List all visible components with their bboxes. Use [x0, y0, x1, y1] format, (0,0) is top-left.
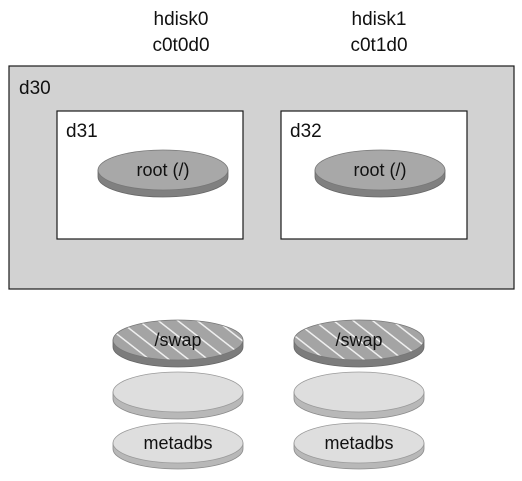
disk-name-label: hdisk0: [154, 9, 209, 30]
metadb-label: metadbs: [143, 433, 212, 453]
submirror-0: d31 root (/): [56, 110, 244, 240]
swap-slice-top: [112, 319, 244, 361]
metadb-label: metadbs: [324, 433, 393, 453]
root-slice: root (/): [97, 149, 229, 198]
disk-device-label: c0t1d0: [350, 35, 407, 56]
root-slice-top: [97, 149, 229, 191]
disk-header-1: hdisk1 c0t1d0: [350, 9, 407, 56]
mirror-label: d30: [19, 78, 51, 99]
metadb-slice-top: [293, 422, 425, 464]
empty-slice-top: [293, 371, 425, 413]
swap-slice-top: [293, 319, 425, 361]
empty-slice: [293, 371, 425, 420]
swap-label: /swap: [154, 330, 201, 350]
submirror-1: d32 root (/): [280, 110, 468, 240]
root-slice-top: [314, 149, 446, 191]
empty-slice: [112, 371, 244, 420]
root-slice-label: root (/): [353, 160, 406, 180]
slice-stack-1: metadbs /swap: [293, 319, 425, 470]
metadb-slice: metadbs: [293, 422, 425, 470]
mirror-volume: d30 d31 root (/) d32 root (/): [8, 65, 515, 290]
metadb-slice-top: [112, 422, 244, 464]
root-slice-label: root (/): [136, 160, 189, 180]
empty-slice-top: [112, 371, 244, 413]
disk-device-label: c0t0d0: [152, 35, 209, 56]
submirror-label: d31: [66, 121, 98, 142]
root-slice: root (/): [314, 149, 446, 198]
disk-header-0: hdisk0 c0t0d0: [152, 9, 209, 56]
swap-slice: /swap: [293, 319, 425, 368]
disk-name-label: hdisk1: [352, 9, 407, 30]
metadb-slice: metadbs: [112, 422, 244, 470]
swap-label: /swap: [335, 330, 382, 350]
slice-stack-0: metadbs /swap: [112, 319, 244, 470]
submirror-label: d32: [290, 121, 322, 142]
swap-slice: /swap: [112, 319, 244, 368]
